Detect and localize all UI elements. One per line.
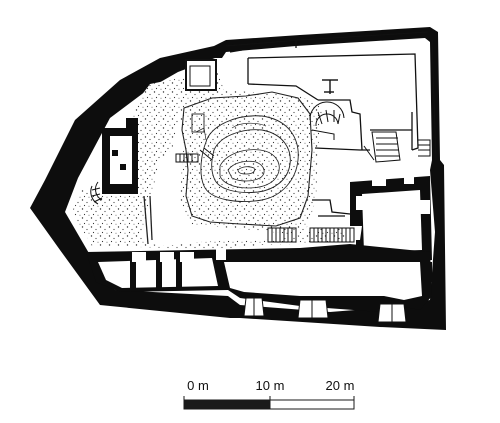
west-tower <box>102 118 138 194</box>
scale-label-10: 10 m <box>256 378 285 393</box>
stairs-south <box>267 227 355 243</box>
scale-label-20: 20 m <box>326 378 355 393</box>
nw-tower-room <box>185 59 217 91</box>
west-spiral-stair <box>90 181 103 205</box>
south-wall-niches <box>243 297 407 323</box>
survey-marks <box>322 79 338 94</box>
rock-outcrop <box>181 91 313 227</box>
east-block <box>350 176 432 262</box>
courtyard-divider <box>143 195 153 245</box>
scale-segment-10-20 <box>269 399 355 410</box>
stairs-west <box>175 147 215 163</box>
scale-label-0: 0 m <box>187 378 209 393</box>
courtyard <box>72 66 345 250</box>
stairs-east <box>363 131 431 163</box>
north-boundary-line <box>225 31 437 161</box>
ne-spiral-stair <box>309 101 345 140</box>
scale-bar: 0 m 10 m 20 m <box>183 378 355 410</box>
scale-segment-0-10 <box>183 399 271 410</box>
south-range <box>86 244 432 312</box>
